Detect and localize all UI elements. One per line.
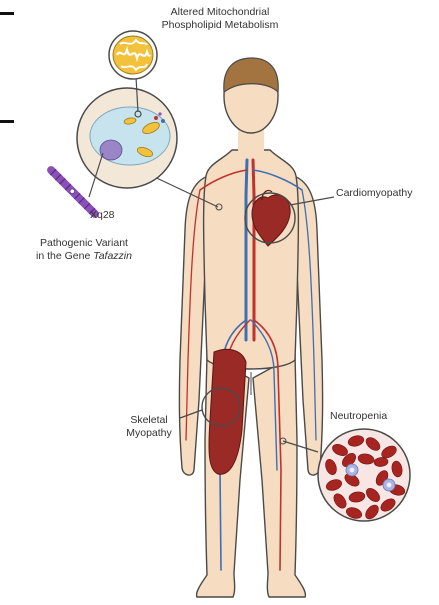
cardiomyopathy-label: Cardiomyopathy [336,187,412,200]
metabolism-label-line1: Altered Mitochondrial [150,6,290,19]
skeletal-label-line1: Skeletal [118,414,180,427]
white-blood-cell [346,464,358,476]
metabolism-label: Altered Mitochondrial Phospholipid Metab… [150,6,290,32]
edge-mark-top [0,12,14,15]
variant-label-line1: Pathogenic Variant [22,237,146,250]
cell-icon [77,88,177,188]
edge-mark-middle [0,120,14,123]
mitochondrion-icon [109,31,157,79]
chromosome-locus-label: Xq28 [90,209,115,222]
variant-label: Pathogenic Variant in the Gene Tafazzin [22,237,146,263]
gene-name: Tafazzin [93,250,132,262]
skeletal-myopathy-label: Skeletal Myopathy [118,414,180,440]
skeletal-label-line2: Myopathy [118,427,180,440]
white-blood-cell [383,479,395,491]
variant-label-line2: in the Gene Tafazzin [22,250,146,263]
vein-main [246,160,247,340]
artery-main [253,160,254,340]
human-body [179,58,322,597]
red-blood-cell-icon [318,429,410,521]
torso [204,150,299,369]
variant-label-prefix: in the Gene [36,250,93,262]
neutropenia-label: Neutropenia [330,410,387,423]
metabolism-label-line2: Phospholipid Metabolism [150,19,290,32]
